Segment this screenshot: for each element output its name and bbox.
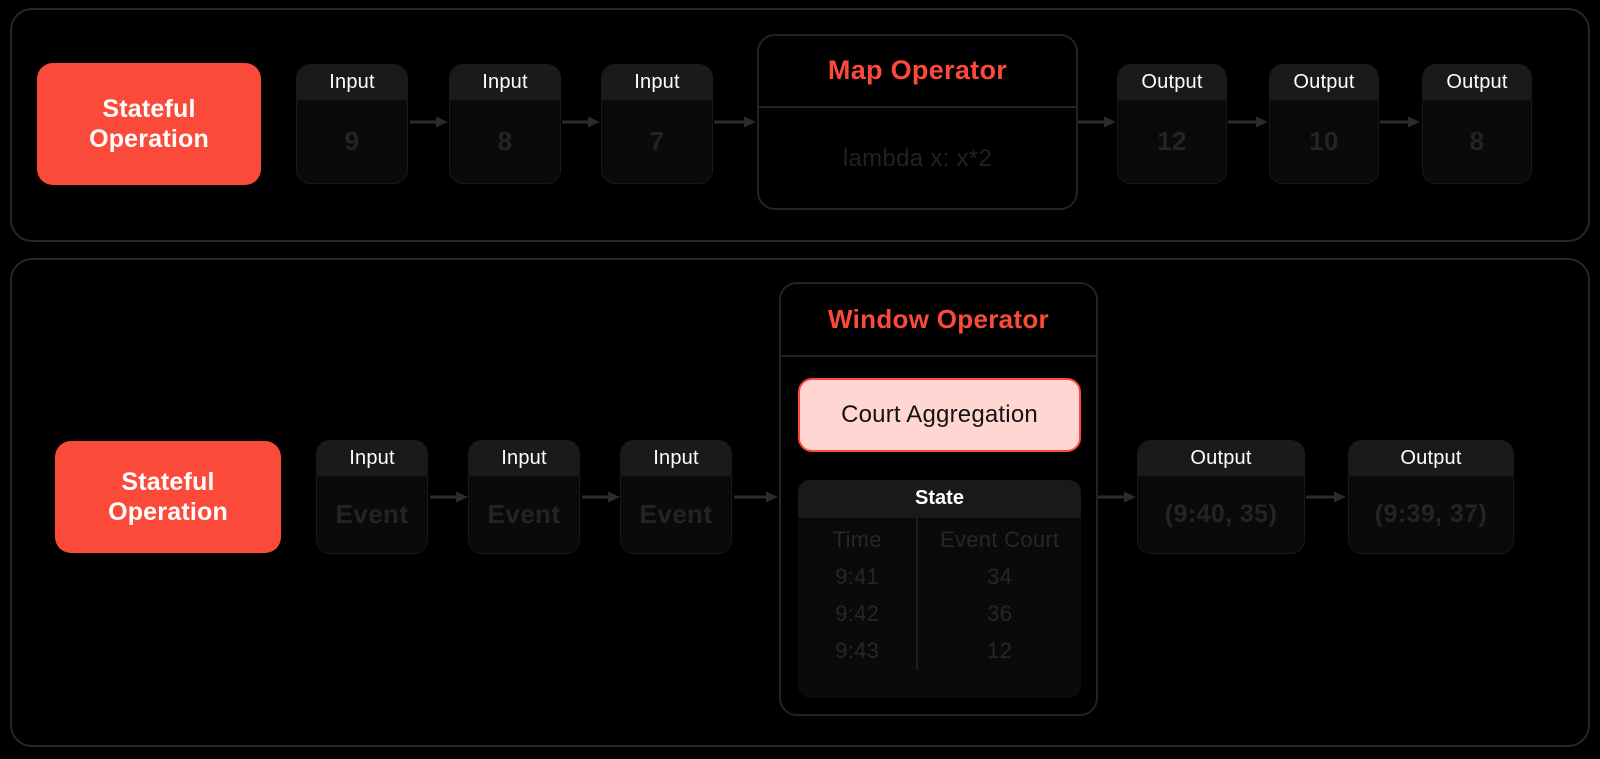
map-operator-divider <box>759 106 1076 108</box>
state-table-column-header: Time <box>832 527 882 552</box>
output-card-value: (9:40, 35) <box>1138 476 1304 553</box>
output-card-header: Output <box>1349 441 1513 476</box>
stateful-operation-badge-bottom: Stateful Operation <box>55 441 281 553</box>
arrow-right-icon <box>1306 491 1346 503</box>
state-table-cell: 34 <box>987 564 1013 589</box>
output-card-value: (9:39, 37) <box>1349 476 1513 553</box>
input-card-header: Input <box>602 65 712 100</box>
arrow-right-icon <box>582 491 620 503</box>
map-operator-expression: lambda x: x*2 <box>842 145 993 172</box>
input-card-header: Input <box>450 65 560 100</box>
court-aggregation-pill[interactable]: Court Aggregation <box>798 378 1081 452</box>
output-card-header: Output <box>1138 441 1304 476</box>
state-table-title: State <box>798 480 1081 518</box>
input-card-header: Input <box>317 441 427 476</box>
state-table-cell: 9:43 <box>835 638 880 663</box>
arrow-right-icon <box>714 116 756 128</box>
input-card: Input Event <box>316 440 428 554</box>
map-operator-title: Map Operator <box>827 55 1008 85</box>
state-table: State Time 9:41 9:42 9:43 Event Court 34… <box>798 480 1081 698</box>
input-card-value: Event <box>469 476 579 553</box>
stateful-label-line2: Operation <box>89 125 209 153</box>
output-card: Output 12 <box>1117 64 1227 184</box>
output-card: Output (9:40, 35) <box>1137 440 1305 554</box>
state-table-time-column: Time 9:41 9:42 9:43 <box>798 518 919 670</box>
input-card-value: Event <box>317 476 427 553</box>
output-card: Output 8 <box>1422 64 1532 184</box>
output-card-value: 8 <box>1423 100 1531 183</box>
window-operator-box: Window Operator Court Aggregation State … <box>779 282 1098 716</box>
arrow-right-icon <box>1228 116 1268 128</box>
arrow-right-icon <box>734 491 778 503</box>
state-table-count-column: Event Court 34 36 12 <box>918 518 1081 670</box>
arrow-right-icon <box>410 116 448 128</box>
stateful-label-line2: Operation <box>108 498 228 526</box>
court-aggregation-label: Court Aggregation <box>841 401 1038 428</box>
stateful-operation-badge-top: Stateful Operation <box>37 63 261 185</box>
input-card-value: 9 <box>297 100 407 183</box>
output-card-header: Output <box>1270 65 1378 100</box>
output-card-header: Output <box>1118 65 1226 100</box>
map-operator-box: Map Operator lambda x: x*2 <box>757 34 1078 210</box>
state-table-cell: 36 <box>987 601 1013 626</box>
state-table-cell: 9:42 <box>835 601 880 626</box>
input-card: Input Event <box>468 440 580 554</box>
input-card-header: Input <box>297 65 407 100</box>
arrow-right-icon <box>1078 116 1116 128</box>
input-card-value: Event <box>621 476 731 553</box>
state-table-cell: 12 <box>987 638 1013 663</box>
arrow-right-icon <box>1380 116 1420 128</box>
window-operator-title: Window Operator <box>828 304 1049 334</box>
output-card-value: 12 <box>1118 100 1226 183</box>
output-card: Output (9:39, 37) <box>1348 440 1514 554</box>
input-card: Input 9 <box>296 64 408 184</box>
output-card: Output 10 <box>1269 64 1379 184</box>
arrow-right-icon <box>1098 491 1136 503</box>
input-card-header: Input <box>621 441 731 476</box>
stateful-label-line1: Stateful <box>102 94 196 123</box>
input-card-header: Input <box>469 441 579 476</box>
input-card: Input Event <box>620 440 732 554</box>
stateful-label-line1: Stateful <box>121 467 215 496</box>
output-card-value: 10 <box>1270 100 1378 183</box>
state-table-column-header: Event Court <box>939 527 1060 552</box>
input-card-value: 7 <box>602 100 712 183</box>
arrow-right-icon <box>562 116 600 128</box>
arrow-right-icon <box>430 491 468 503</box>
input-card-value: 8 <box>450 100 560 183</box>
input-card: Input 8 <box>449 64 561 184</box>
output-card-header: Output <box>1423 65 1531 100</box>
window-operator-divider <box>781 355 1096 357</box>
state-table-cell: 9:41 <box>835 564 880 589</box>
state-table-grid: Time 9:41 9:42 9:43 Event Court 34 36 12 <box>798 518 1081 670</box>
input-card: Input 7 <box>601 64 713 184</box>
